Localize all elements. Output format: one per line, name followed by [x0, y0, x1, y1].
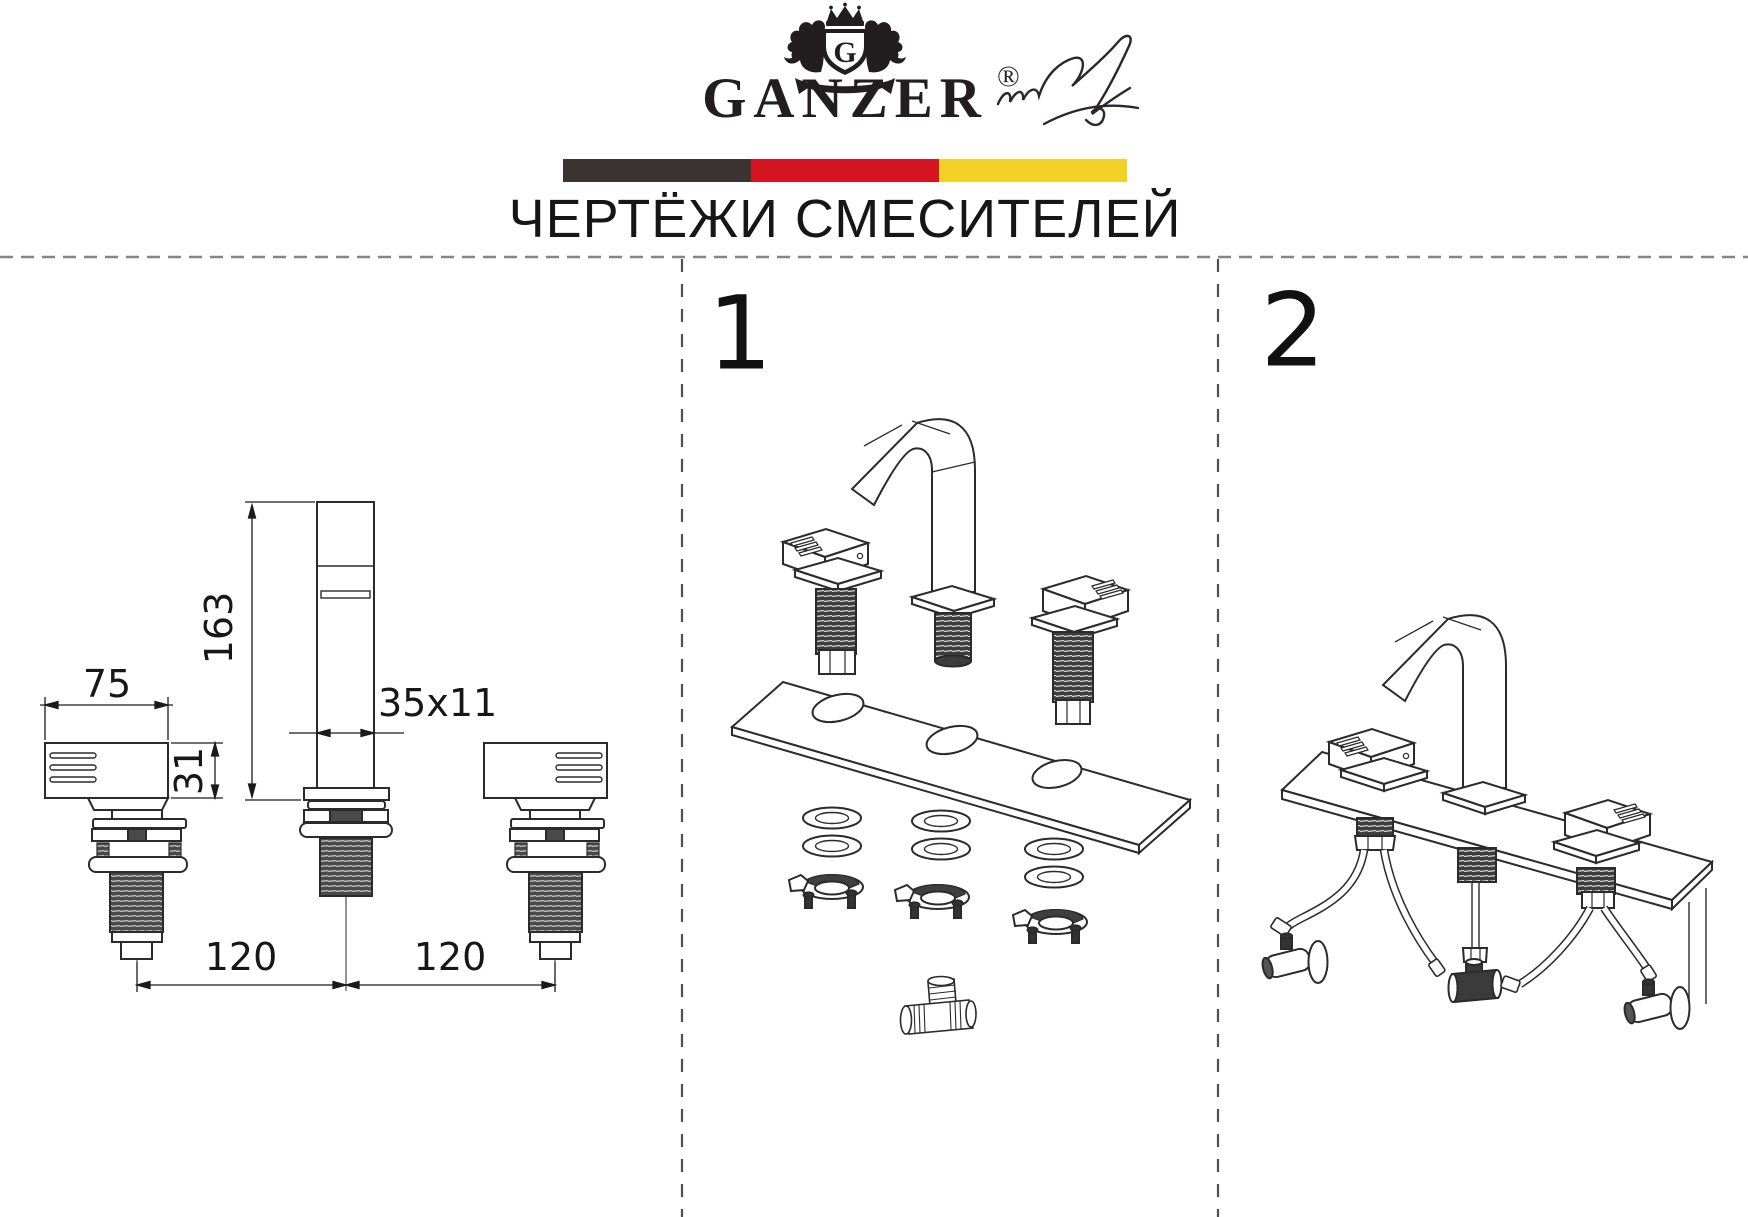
- right-handle-front-view: [483, 742, 608, 991]
- spout-installed: [1381, 614, 1529, 816]
- dim-120-left-label: 120: [205, 935, 278, 979]
- crest-monogram: G: [833, 36, 856, 69]
- washer: [802, 806, 862, 830]
- lion-left-icon: [784, 20, 827, 73]
- dim-75-label: 75: [83, 662, 131, 706]
- right-angle-valve: [1623, 978, 1691, 1030]
- dim-163: [245, 501, 315, 801]
- page-title: ЧЕРТЁЖИ СМЕСИТЕЛЕЙ: [508, 189, 1182, 249]
- left-hoses: [1270, 849, 1446, 978]
- mounting-clamp: [787, 873, 864, 909]
- dim-120-chain: [134, 962, 558, 992]
- brand-name: GANZER: [702, 67, 988, 130]
- washer: [802, 834, 862, 858]
- dim-35x11-label: 35x11: [378, 681, 497, 725]
- right-handle-exploded: [1028, 574, 1132, 725]
- ribbon-icon: [795, 78, 895, 94]
- flag-yellow-segment: [939, 159, 1127, 182]
- washer: [911, 809, 971, 833]
- step-2-label: 2: [1260, 271, 1326, 391]
- left-shank: [1353, 817, 1397, 851]
- installed-view: [1261, 614, 1714, 1030]
- dim-31: [171, 740, 223, 801]
- mounting-clamp: [1011, 908, 1088, 944]
- lion-right-icon: [863, 20, 906, 73]
- dimension-drawing: 75 31 163 35x11: [40, 501, 608, 992]
- registered-trademark: ®: [997, 60, 1020, 93]
- countertop-plate: [729, 680, 1193, 856]
- exploded-view: [729, 418, 1193, 1035]
- tee-connector: [899, 975, 977, 1035]
- spout-exploded: [850, 418, 998, 668]
- mounting-clamps: [787, 873, 1088, 944]
- step-1-label: 1: [707, 274, 773, 394]
- centre-supply: [1447, 847, 1503, 1004]
- right-hoses: [1500, 905, 1657, 993]
- german-flag-bar: [563, 159, 1127, 182]
- shield-icon: [822, 29, 868, 75]
- washer: [911, 837, 971, 861]
- mounting-clamp: [893, 883, 970, 919]
- right-shank: [1576, 867, 1616, 909]
- right-handle-installed: [1550, 798, 1654, 865]
- dim-163-label: 163: [197, 592, 241, 665]
- dim-75: [40, 697, 173, 740]
- crown-icon: [827, 6, 863, 21]
- left-handle-front-view: [44, 742, 188, 991]
- dim-120-right-label: 120: [414, 935, 487, 979]
- left-handle-exploded: [779, 527, 885, 675]
- dim-35x11: [289, 728, 404, 738]
- dim-31-label: 31: [167, 747, 211, 795]
- left-angle-valve: [1261, 932, 1329, 984]
- washer: [1024, 837, 1084, 861]
- flag-red-segment: [751, 159, 939, 182]
- ganzer-crest-icon: G: [784, 2, 906, 94]
- washer: [1024, 865, 1084, 889]
- founder-signature-icon: [996, 34, 1140, 127]
- washers: [802, 806, 1084, 889]
- spout-front-view: [299, 501, 393, 991]
- left-handle-installed: [1325, 727, 1431, 793]
- flag-black-segment: [563, 159, 751, 182]
